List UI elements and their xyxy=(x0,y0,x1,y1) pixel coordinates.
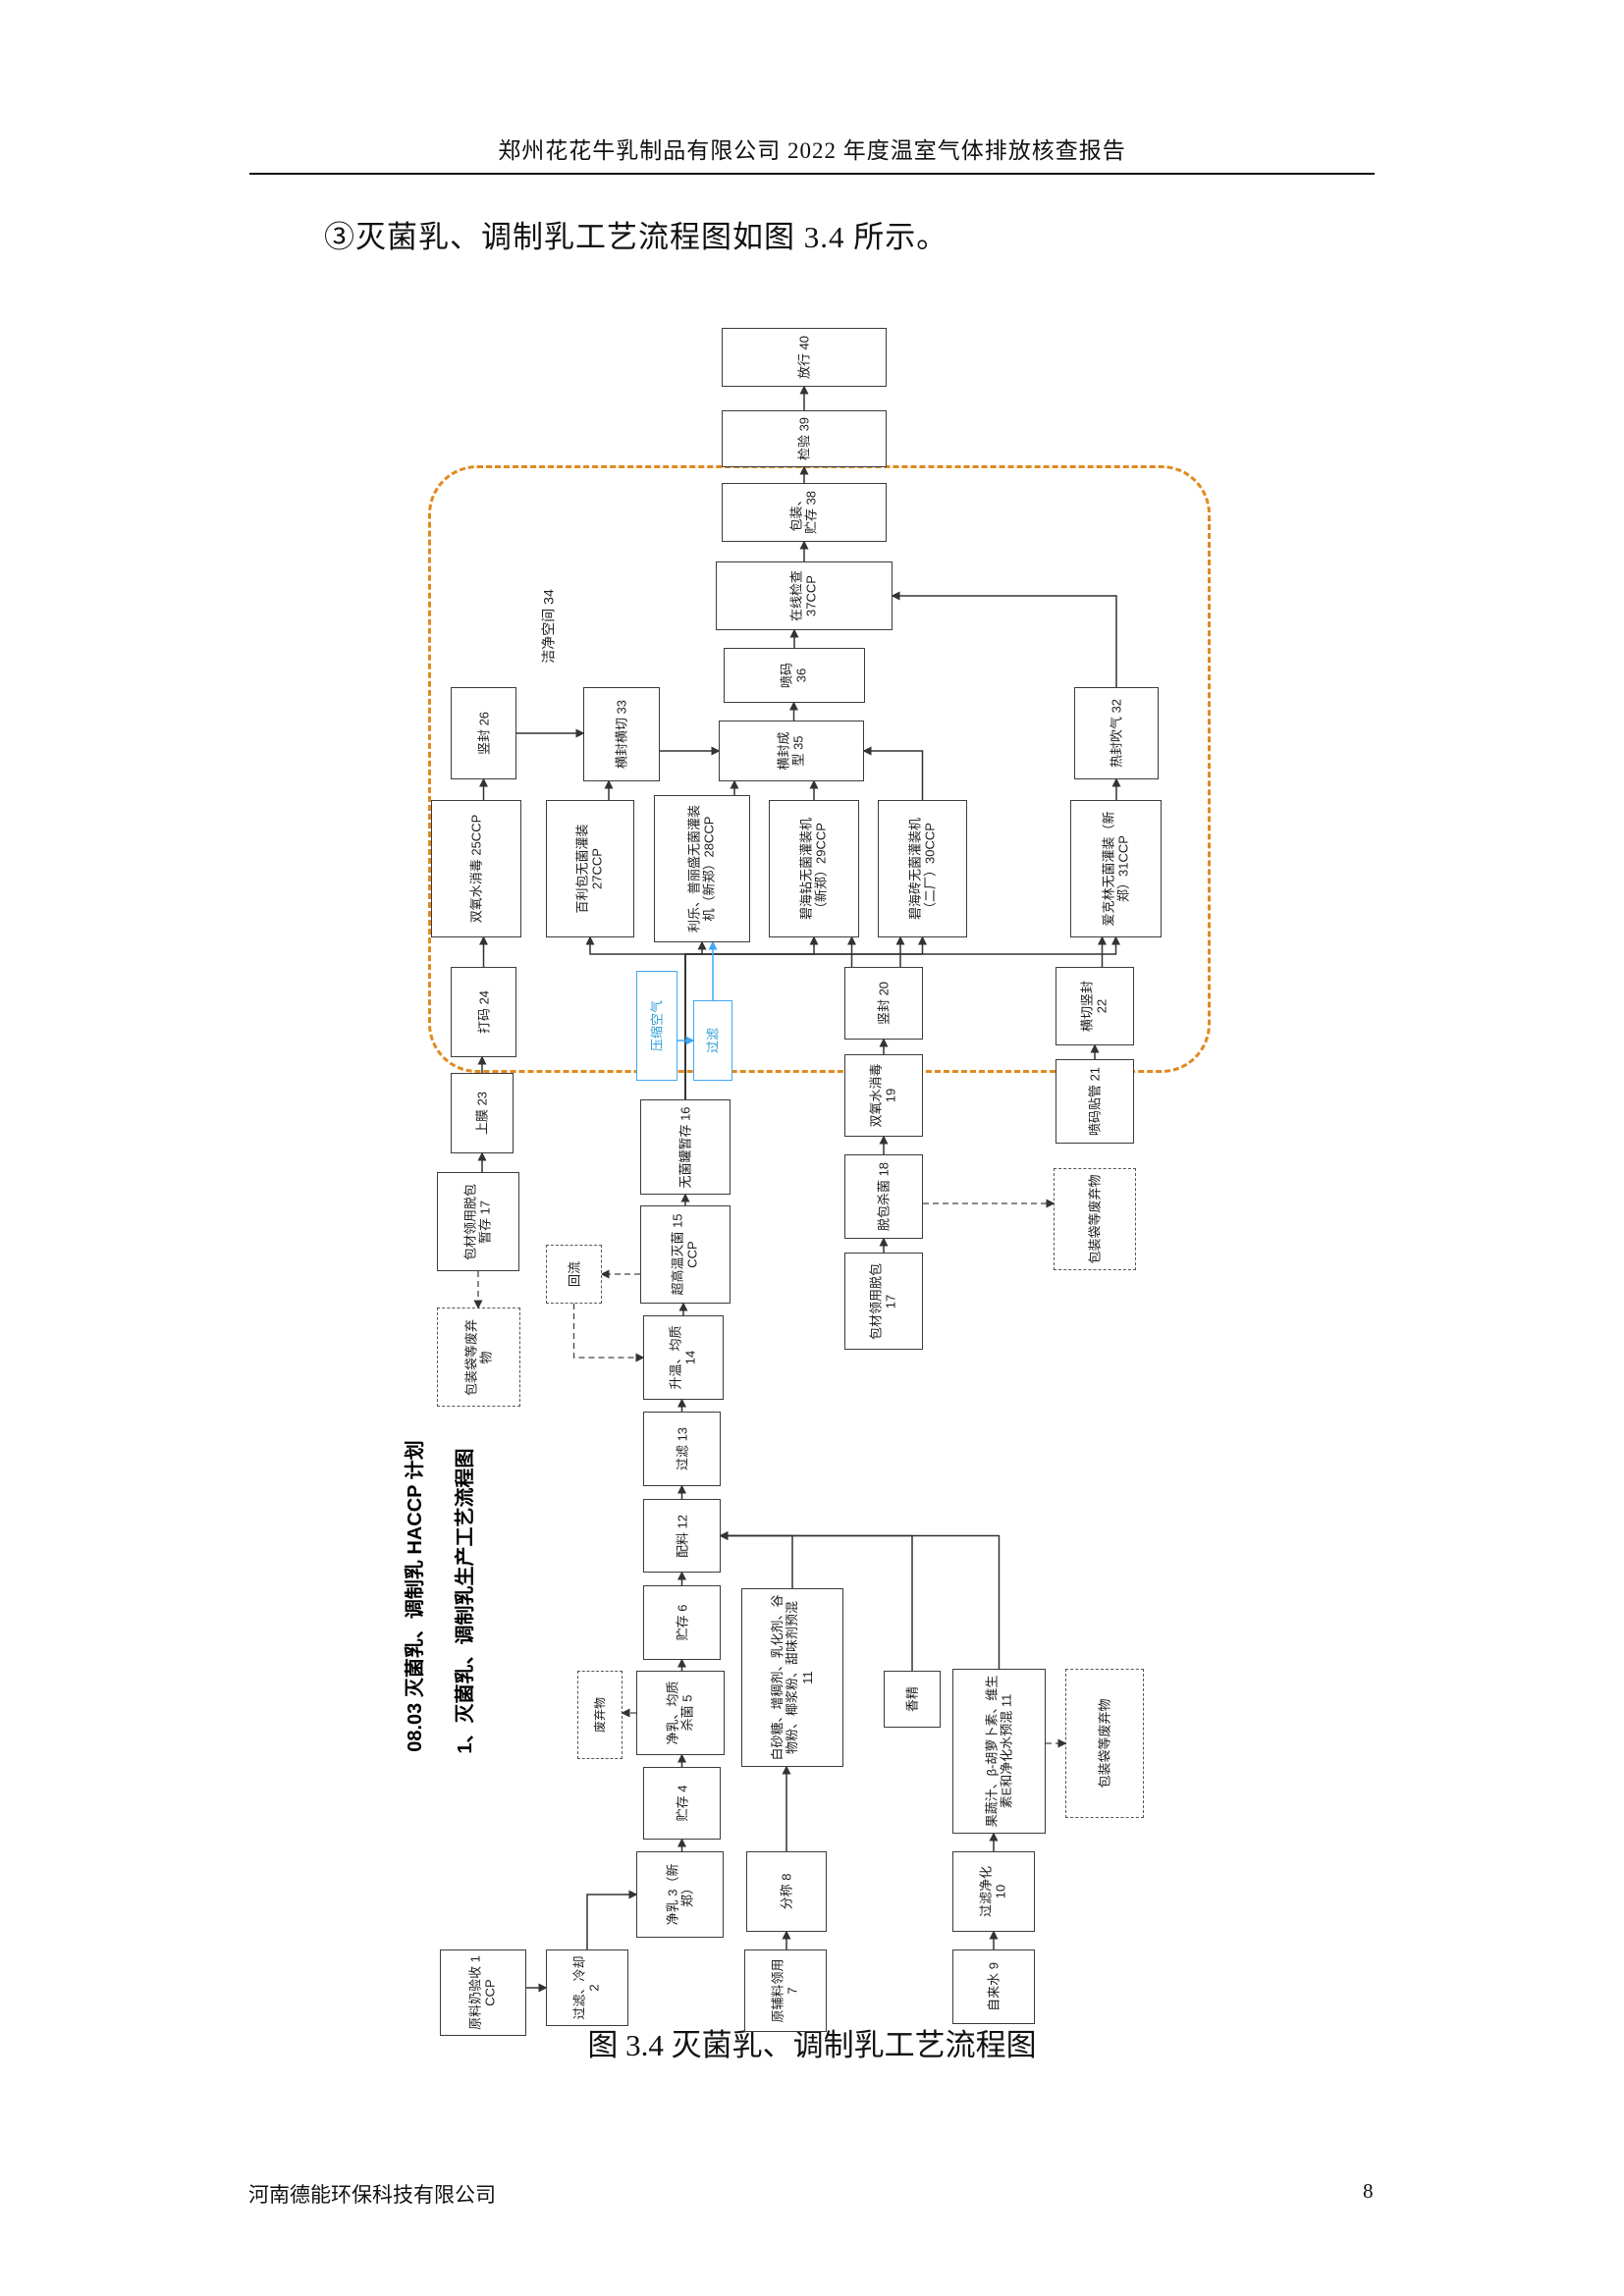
flow-node-n11b: 果蔬汁、β-胡萝卜素、维生素E和净化水预混 11 xyxy=(952,1669,1046,1834)
figure-caption: 图 3.4 灭菌乳、调制乳工艺流程图 xyxy=(587,2028,1037,2062)
flow-node-n16: 无菌罐暂存 16 xyxy=(640,1099,731,1195)
flow-node-n32: 热封吹气 32 xyxy=(1074,687,1159,779)
flow-node-n17L: 包材领用脱包暂存 17 xyxy=(437,1172,519,1271)
flow-node-n30: 碧海砖无菌灌装机（二厂）30CCP xyxy=(878,800,967,937)
flow-node-n11a: 白砂糖、增稠剂、乳化剂、谷物粉、椰浆粉、甜味剂预混 11 xyxy=(741,1588,843,1767)
flow-node-n15: 超高温灭菌 15 CCP xyxy=(640,1205,731,1304)
flow-node-n21: 喷码贴管 21 xyxy=(1056,1059,1134,1144)
flow-node-n2: 过滤、冷却 2 xyxy=(546,1949,628,2026)
flow-node-nXJ: 香精 xyxy=(884,1671,941,1728)
flow-node-n17R: 包材领用脱包 17 xyxy=(844,1253,923,1350)
flow-node-n10: 过滤净化 10 xyxy=(952,1851,1035,1932)
flow-node-n20: 竖封 20 xyxy=(844,967,923,1040)
flow-node-n13: 过滤 13 xyxy=(643,1412,721,1486)
header-title: 郑州花花牛乳制品有限公司 2022 年度温室气体排放核查报告 xyxy=(498,138,1126,163)
flow-node-n35: 横封成型 35 xyxy=(719,721,864,781)
flow-node-wasteBR: 包装袋等废弃物 xyxy=(1065,1669,1144,1818)
flow-node-t34: 洁净空间 34 xyxy=(540,589,557,664)
flow-node-tFLOW: 1、灭菌乳、调制乳生产工艺流程图 xyxy=(455,1448,477,1754)
flow-node-n25: 双氧水消毒 25CCP xyxy=(431,800,521,937)
flow-node-n7: 原辅料领用 7 xyxy=(744,1949,827,2032)
flow-node-nCA: 压缩空气 xyxy=(636,971,677,1081)
header-divider xyxy=(249,173,1375,175)
flow-node-wasteR: 包装袋等废弃物 xyxy=(1054,1168,1136,1270)
flow-node-n9: 自来水 9 xyxy=(952,1949,1035,2024)
flow-node-n6: 贮存 6 xyxy=(643,1585,721,1660)
flow-node-n27: 百利包无菌灌装 27CCP xyxy=(546,800,634,937)
flow-node-n33: 横封横切 33 xyxy=(583,687,660,781)
flow-node-n19: 双氧水消毒 19 xyxy=(844,1054,923,1137)
flow-node-n1: 原料奶验收 1 CCP xyxy=(440,1949,526,2036)
flow-node-n26: 竖封 26 xyxy=(451,687,516,779)
flow-node-n8: 分称 8 xyxy=(746,1851,827,1932)
flow-node-n18: 脱包杀菌 18 xyxy=(844,1154,923,1239)
page-number: 8 xyxy=(1363,2179,1374,2203)
flow-node-n40: 放行 40 xyxy=(722,328,887,387)
flow-node-n28: 利乐、普丽盛无菌灌装机（新郑）28CCP xyxy=(654,795,750,942)
flow-node-n38: 包装、贮存 38 xyxy=(722,483,887,542)
flow-node-n31: 爱克林无菌灌装（新郑）31CCP xyxy=(1070,800,1162,937)
flow-node-n3: 净乳 3（新郑） xyxy=(636,1851,724,1938)
flow-node-n39: 检验 39 xyxy=(722,410,887,467)
flow-node-wasteL: 包装袋等废弃物 xyxy=(437,1308,520,1407)
flow-node-n14: 升温、均质 14 xyxy=(643,1315,724,1400)
flow-node-n4: 贮存 4 xyxy=(643,1767,721,1840)
flow-node-nFL: 过滤 xyxy=(693,1000,732,1081)
flow-node-n12: 配料 12 xyxy=(643,1499,721,1573)
flow-node-n37: 在线检查 37CCP xyxy=(716,561,893,630)
footer-company: 河南德能环保科技有限公司 xyxy=(248,2183,496,2207)
flow-node-n29: 碧海钻无菌灌装机（新郑）29CCP xyxy=(769,800,859,937)
flow-node-n36: 喷码 36 xyxy=(724,648,865,703)
flow-node-wasteS: 废弃物 xyxy=(577,1671,623,1759)
flow-node-nHL: 回流 xyxy=(546,1245,602,1304)
flow-node-n22: 横切竖封 22 xyxy=(1056,967,1134,1045)
flow-node-n24: 打码 24 xyxy=(451,967,516,1057)
flow-node-n23: 上膜 23 xyxy=(451,1073,514,1153)
flow-node-n5: 净乳、均质杀菌 5 xyxy=(636,1671,725,1755)
intro-paragraph: ③灭菌乳、调制乳工艺流程图如图 3.4 所示。 xyxy=(324,220,948,254)
flow-node-tHACCP: 08.03 灭菌乳、调制乳 HACCP 计划 xyxy=(405,1440,427,1752)
